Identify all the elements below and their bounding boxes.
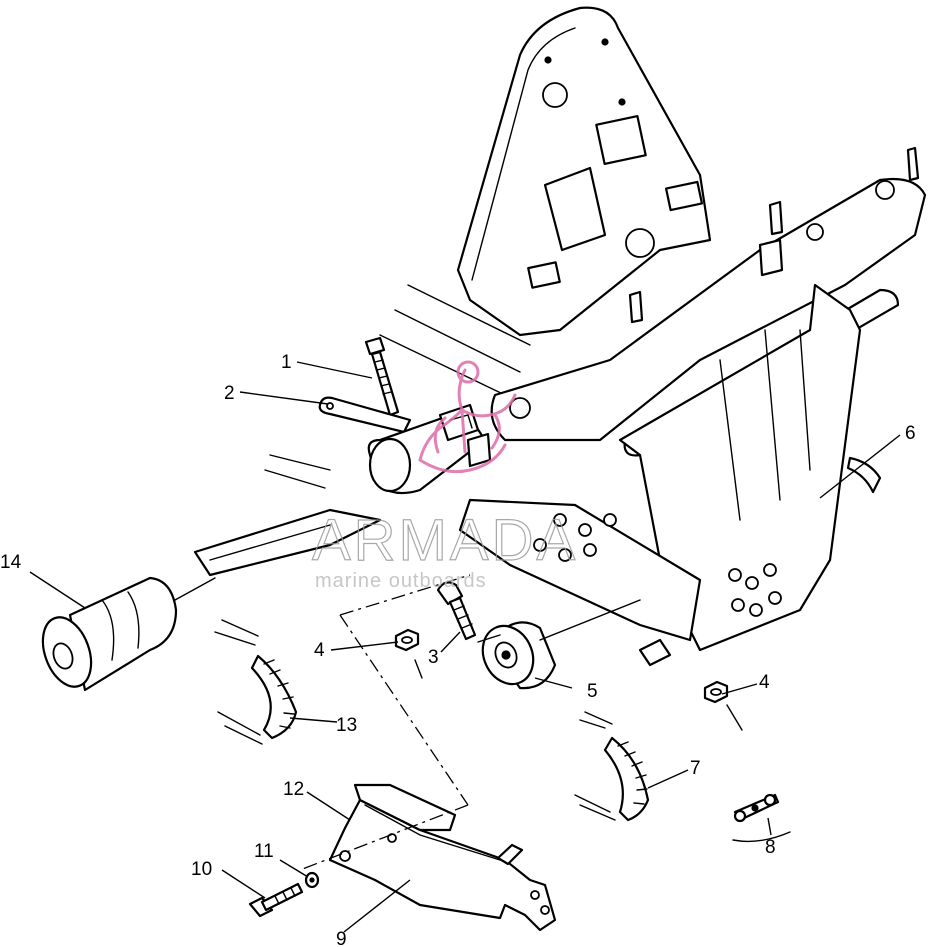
leader-lines — [29, 361, 901, 933]
callout-10: 10 — [191, 859, 212, 880]
part-washer-11 — [304, 871, 320, 889]
callout-4-right: 4 — [759, 672, 770, 693]
pivot-bracket — [367, 403, 492, 495]
part-chain-13 — [214, 619, 298, 745]
callout-4-left: 4 — [314, 640, 325, 661]
callout-labels: 1 2 3 4 4 5 6 7 8 9 10 11 12 13 14 — [0, 352, 916, 947]
callout-3: 3 — [428, 647, 439, 668]
part-roller-14 — [41, 576, 178, 692]
part-bolt-1 — [364, 336, 400, 417]
callout-12: 12 — [283, 779, 304, 800]
callout-1: 1 — [281, 352, 292, 373]
callout-6: 6 — [905, 423, 916, 444]
part-roller-5 — [481, 621, 557, 690]
callout-9: 9 — [336, 929, 347, 947]
part-link-bar-2 — [318, 396, 412, 434]
chassis-frame — [193, 6, 927, 667]
part-bolt-3 — [436, 581, 477, 641]
callout-5: 5 — [587, 681, 598, 702]
callout-2: 2 — [224, 383, 235, 404]
anchor-logo-icon — [418, 360, 517, 474]
callout-13: 13 — [336, 715, 357, 736]
part-nut-4-left — [394, 628, 420, 652]
callout-7: 7 — [690, 758, 701, 779]
part-chain-7 — [574, 711, 650, 822]
watermark-tagline: marine outboards — [315, 570, 487, 592]
callout-14: 14 — [0, 552, 22, 573]
part-bolt-10 — [248, 882, 304, 918]
part-link-pin-8 — [732, 793, 791, 843]
part-nut-4-right — [703, 680, 729, 704]
callout-8: 8 — [765, 837, 776, 858]
callout-11: 11 — [254, 841, 274, 862]
watermark-brand: ARMADA — [312, 508, 578, 573]
part-skid-plate-9 — [328, 783, 557, 932]
armada-watermark: ARMADA marine outboards — [311, 360, 578, 592]
